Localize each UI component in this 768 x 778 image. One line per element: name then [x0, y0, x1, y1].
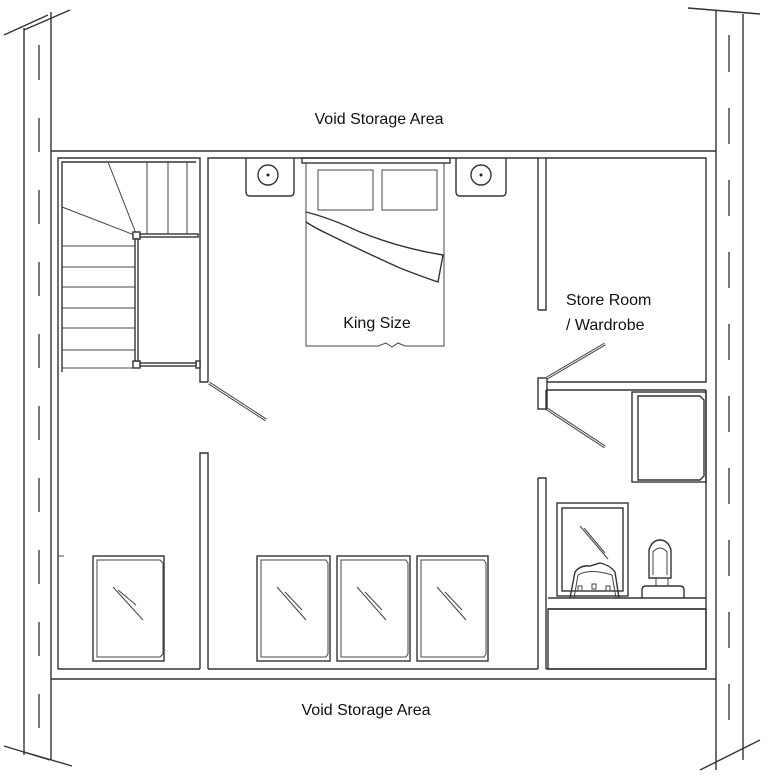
void-storage-top-label: Void Storage Area [315, 111, 444, 128]
newel-post [132, 360, 141, 369]
ensuite [538, 390, 707, 670]
nightstand-right [455, 158, 507, 197]
sink-fixture [569, 562, 620, 599]
skylight-ensuite [556, 502, 629, 597]
stairwell [57, 157, 201, 372]
skylight-bedroom-3 [416, 555, 489, 662]
left-eave-wall [3, 9, 73, 767]
landing-area [57, 370, 209, 670]
skylight-bedroom-2 [336, 555, 411, 662]
nightstand-left [245, 158, 295, 197]
store-room-label-line2: / Wardrobe [566, 317, 645, 334]
toilet [641, 539, 685, 598]
store-room-wardrobe: Store Room / Wardrobe [537, 157, 707, 449]
bedroom [199, 157, 539, 670]
ensuite-cabinet [547, 608, 707, 670]
skylight-bedroom-1 [256, 555, 331, 662]
right-eave-wall [687, 7, 761, 771]
store-room-label-line1: Store Room [566, 292, 651, 309]
void-storage-bottom-label: Void Storage Area [302, 702, 431, 719]
newel-post [132, 231, 141, 240]
shower-tray [631, 391, 707, 483]
king-size-bed: King Size [301, 157, 451, 348]
skylight-landing [92, 555, 165, 662]
bed-label: King Size [343, 315, 411, 332]
